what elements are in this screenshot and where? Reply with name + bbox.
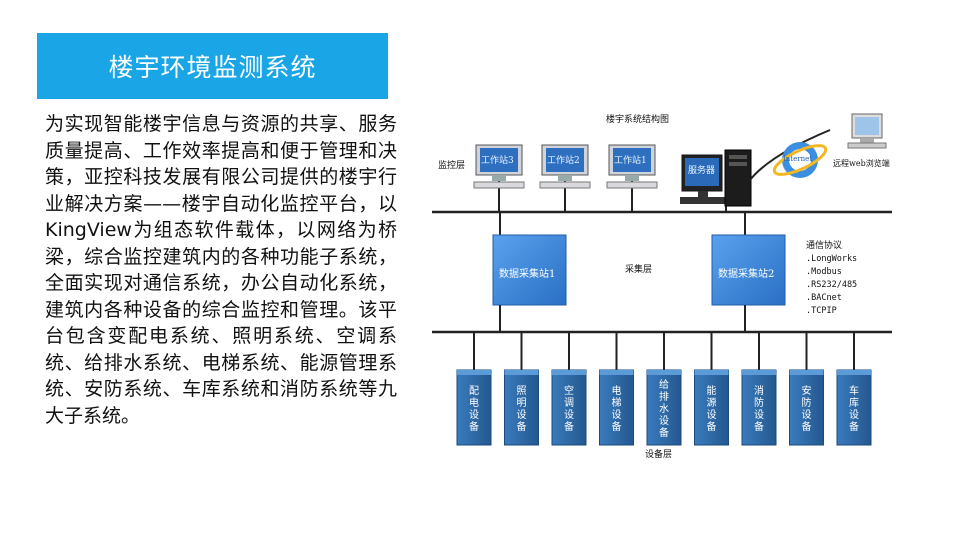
device-cabinet-label: 空调设备 [564,385,574,433]
device-cabinet-label: 配电设备 [469,385,479,433]
architecture-diagram: 楼宇系统结构图 监控层 采集层 设备层 工作站3 工作站2 工作站1 服务器 I… [420,100,900,470]
description-text: 为实现智能楼宇信息与资源的共享、服务质量提高、工作效率提高和便于管理和决策，亚控… [45,113,397,427]
cabinet-top [647,370,681,375]
protocol-item: .LongWorks [806,254,858,264]
protocol-item: .RS232/485 [806,280,858,290]
layer-label-monitor: 监控层 [438,161,466,171]
device-cabinet [551,369,587,446]
workstation-2-label: 工作站2 [547,156,580,166]
protocol-item: .BACnet [806,293,842,303]
internet-label: Internet [783,155,813,163]
layer-label-acquisition: 采集层 [625,265,653,275]
device-cabinet-label: 车库设备 [849,385,859,433]
data-station-2 [711,234,786,306]
workstation-1 [606,144,658,212]
device-cabinet [456,369,492,446]
layer-label-device: 设备层 [645,450,673,460]
workstation-1-label: 工作站1 [614,156,647,166]
cabinet-top [504,370,539,375]
device-cabinets [456,332,872,446]
workstation-3-label: 工作站3 [481,156,514,166]
data-station-1 [492,234,567,306]
server-label: 服务器 [688,166,716,176]
protocol-list: 通信协议 .LongWorks .Modbus .RS232/485 .BACn… [806,240,857,318]
device-cabinet-label: 消防设备 [754,385,764,433]
station-1-label: 数据采集站1 [499,269,556,280]
remote-client-computer [847,113,887,149]
cabinet-top [599,370,634,375]
device-cabinet [741,369,777,446]
protocol-item: .TCPIP [806,306,837,316]
device-cabinet [694,369,729,446]
workstation-2 [539,144,591,212]
device-cabinet [646,369,682,446]
remote-client-label: 远程web浏览端 [833,159,890,168]
diagram-graphics [432,113,892,446]
slide-title: 楼宇环境监测系统 [108,53,317,82]
workstation-3 [473,144,525,212]
station-2-label: 数据采集站2 [718,269,775,280]
title-banner: 楼宇环境监测系统 [37,33,388,99]
protocol-item: .Modbus [806,267,842,277]
device-cabinet [504,369,539,446]
device-cabinet-label: 照明设备 [516,385,527,433]
cabinet-top [837,370,871,375]
device-cabinet [599,369,634,446]
cabinet-top [789,370,824,375]
cabinet-top [552,370,586,375]
device-cabinet-label: 安防设备 [801,385,812,433]
device-cabinet-label: 能源设备 [706,385,717,433]
cabinet-top [694,370,729,375]
cabinet-top [742,370,776,375]
device-cabinet-label: 给排水设备 [659,379,669,439]
protocol-title: 通信协议 [806,241,843,251]
device-cabinet-label: 电梯设备 [611,385,622,433]
device-cabinet [789,369,824,446]
internet-globe-icon [749,129,831,181]
cabinet-top [457,370,491,375]
diagram-title: 楼宇系统结构图 [606,115,670,125]
server [680,149,752,212]
